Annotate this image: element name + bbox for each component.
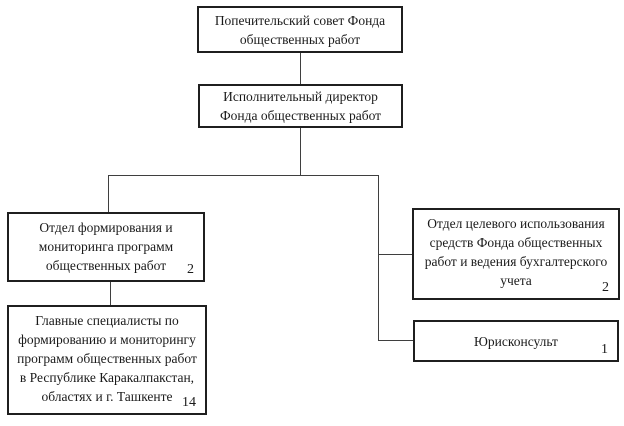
connector-director-trunk xyxy=(300,128,301,175)
org-node-specialists-count: 14 xyxy=(182,395,196,410)
org-node-specialists-label: Главные специалисты по формированию и мо… xyxy=(17,313,197,404)
connector-horizontal-rail xyxy=(108,175,379,176)
org-node-director-label: Исполнительный директор Фонда общественн… xyxy=(219,89,382,123)
connector-formation-specialists xyxy=(110,282,111,305)
org-node-dept-funds-count: 2 xyxy=(602,280,609,295)
org-node-legal-count: 1 xyxy=(601,342,608,357)
org-node-dept-formation-count: 2 xyxy=(187,262,194,277)
connector-left-drop xyxy=(108,175,109,212)
org-node-director: Исполнительный директор Фонда общественн… xyxy=(198,84,403,128)
org-node-board: Попечительский совет Фонда общественных … xyxy=(197,6,403,53)
org-node-dept-formation-label: Отдел формирования и мониторинга програм… xyxy=(38,220,174,273)
org-node-legal: Юрисконсульт 1 xyxy=(413,320,619,362)
org-node-dept-funds: Отдел целевого использования средств Фон… xyxy=(412,208,620,300)
org-node-dept-funds-label: Отдел целевого использования средств Фон… xyxy=(424,216,608,288)
connector-stub-legal xyxy=(378,340,413,341)
org-node-board-label: Попечительский совет Фонда общественных … xyxy=(214,12,386,47)
connector-stub-dept-funds xyxy=(378,254,412,255)
org-node-legal-label: Юрисконсульт xyxy=(474,333,558,349)
org-node-dept-formation: Отдел формирования и мониторинга програм… xyxy=(7,212,205,282)
connector-right-drop xyxy=(378,175,379,341)
org-node-specialists: Главные специалисты по формированию и мо… xyxy=(7,305,207,415)
connector-board-director xyxy=(300,53,301,84)
